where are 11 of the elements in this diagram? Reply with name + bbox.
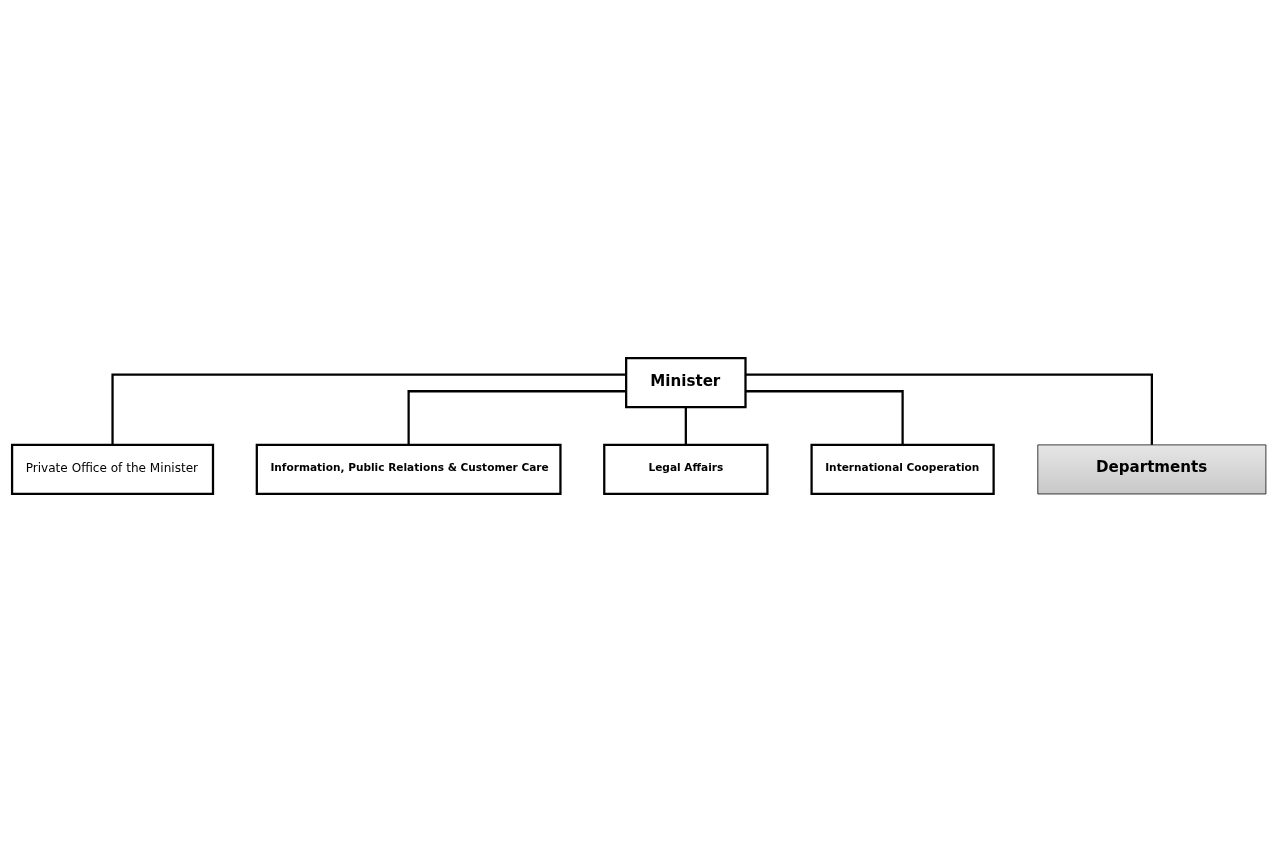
node-box: Departments	[1037, 444, 1267, 495]
node-box: Minister	[625, 356, 747, 409]
connector	[745, 390, 904, 445]
node-box: Information, Public Relations & Customer Care	[255, 443, 562, 496]
connector	[407, 390, 626, 445]
connector	[111, 373, 627, 445]
node-box: Private Office of the Minister	[10, 443, 215, 496]
node-box: Legal Affairs	[603, 443, 769, 496]
connector	[745, 373, 1153, 445]
node-box: International Cooperation	[810, 443, 995, 496]
connector	[684, 407, 687, 445]
